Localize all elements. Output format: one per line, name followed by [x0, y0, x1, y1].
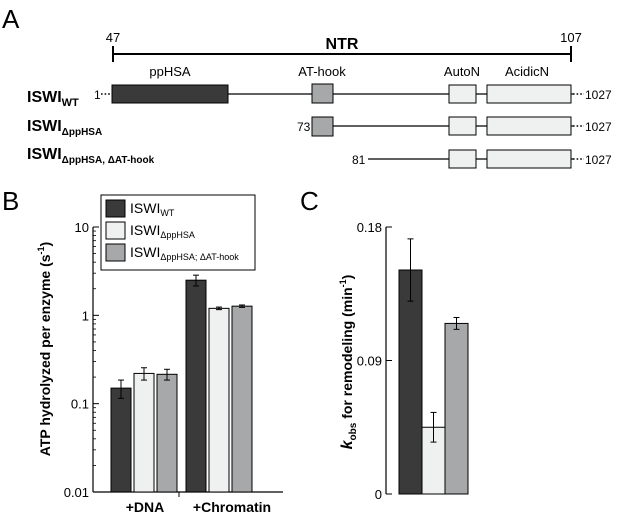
athook-domain: [311, 83, 334, 104]
acidicn-domain: [486, 116, 572, 136]
b-bar: [208, 307, 230, 493]
b-y-tick-label: 0.01: [64, 485, 89, 500]
b-y-axis-title: ATP hydrolyzed per enzyme (s-1): [36, 242, 53, 456]
remodeling-rate-chart: 0 0.09 0.18: [357, 220, 469, 502]
construct-dpphsa-dathook-name: ISWIΔppHSA, ΔAT-hook: [27, 146, 155, 166]
acidicn-domain: [486, 149, 572, 169]
panel-label-a: A: [2, 4, 20, 34]
acidicn-domain: [486, 84, 572, 104]
b-legend-label: ISWIWT: [130, 200, 175, 218]
athook-domain: [311, 116, 334, 137]
b-category-label: +DNA: [126, 499, 165, 515]
c-y-tick-label: 0.18: [357, 220, 382, 235]
construct-wt-start: 1: [94, 88, 101, 102]
construct-wt: ISWIWT 1 1027: [27, 83, 612, 109]
b-legend-label: ISWIΔppHSA; ΔAT-hook: [130, 244, 239, 262]
b-legend-frame: [100, 194, 256, 271]
construct-dpphsa-end: 1027: [585, 120, 612, 134]
b-bar: [231, 305, 253, 493]
b-legend-swatch: [105, 243, 126, 262]
auton-domain: [448, 116, 477, 136]
ntr-bracket: [112, 46, 572, 62]
b-y-tick-label: 1: [82, 308, 89, 323]
ntr-end-label: 107: [560, 30, 582, 45]
panel-label-b: B: [2, 186, 19, 216]
construct-dpphsa-dathook-end: 1027: [585, 153, 612, 167]
atp-hydrolysis-chart: 0.01 0.1 1 10 +DNA +Chromatin ISWIWT ISWIΔppHSA…: [64, 194, 283, 515]
b-legend: ISWIWT ISWIΔppHSA ISWIΔppHSA; ΔAT-hook: [100, 194, 256, 271]
auton-domain: [448, 84, 477, 104]
b-legend-swatch: [105, 199, 126, 218]
b-bar: [133, 372, 155, 493]
ntr-start-label: 47: [106, 30, 120, 45]
domain-label-pphsa: ppHSA: [149, 64, 191, 79]
domain-label-athook: AT-hook: [298, 64, 346, 79]
c-bar: [398, 269, 423, 495]
domain-label-acidicn: AcidicN: [505, 64, 549, 79]
construct-dpphsa-dathook: ISWIΔppHSA, ΔAT-hook 81 1027: [27, 146, 612, 169]
ntr-label: NTR: [326, 36, 359, 53]
c-y-tick-label: 0: [375, 487, 382, 502]
construct-dpphsa-name: ISWIΔppHSA: [27, 118, 102, 138]
b-bar: [110, 387, 132, 493]
b-bar: [185, 279, 207, 493]
b-bar: [156, 373, 178, 493]
c-bar: [444, 322, 469, 495]
construct-dpphsa: ISWIΔppHSA 73 1027: [27, 116, 612, 138]
b-y-tick-label: 0.1: [71, 397, 89, 412]
construct-wt-end: 1027: [585, 88, 612, 102]
construct-wt-name: ISWIWT: [27, 89, 79, 109]
c-y-tick-label: 0.09: [357, 354, 382, 369]
c-y-axis-title: kobs for remodeling (min-1): [338, 275, 359, 450]
b-y-tick-label: 10: [75, 220, 89, 235]
construct-dpphsa-start: 73: [297, 120, 311, 134]
domain-label-auton: AutoN: [444, 64, 480, 79]
b-legend-swatch: [105, 221, 126, 240]
pphsa-domain: [111, 84, 229, 104]
b-category-label: +Chromatin: [193, 499, 271, 515]
b-legend-label: ISWIΔppHSA: [130, 222, 195, 240]
auton-domain: [448, 149, 477, 169]
construct-dpphsa-dathook-start: 81: [352, 153, 366, 167]
panel-label-c: C: [300, 186, 319, 216]
